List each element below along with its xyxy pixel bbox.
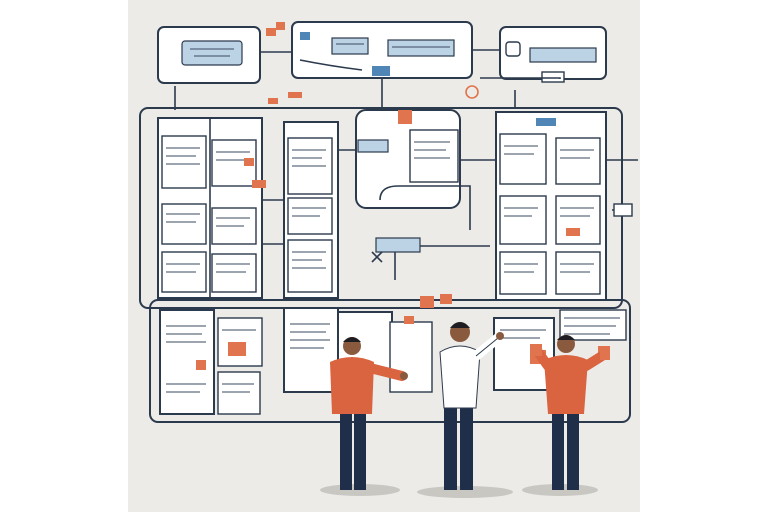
connector-lines-middle [262, 149, 638, 245]
center-block [355, 109, 490, 280]
chart-icon [372, 66, 390, 76]
top-center-panel [291, 21, 473, 79]
person-center [439, 322, 504, 490]
top-right-panel [499, 26, 607, 83]
left-column-block [157, 117, 266, 299]
top-left-panel [157, 26, 261, 84]
bottom-center-left-block [283, 307, 339, 393]
center-left-column [283, 121, 339, 299]
person-left [330, 337, 408, 490]
cross-icon [371, 251, 383, 263]
floor-shadow [417, 486, 513, 498]
bottom-frame [149, 299, 631, 423]
connector-lines-top [174, 49, 561, 112]
person-right [530, 335, 610, 490]
right-column-block [495, 111, 607, 301]
bottom-left-block [159, 309, 263, 415]
orange-accents-top [266, 22, 479, 104]
chart-icon [300, 32, 310, 40]
